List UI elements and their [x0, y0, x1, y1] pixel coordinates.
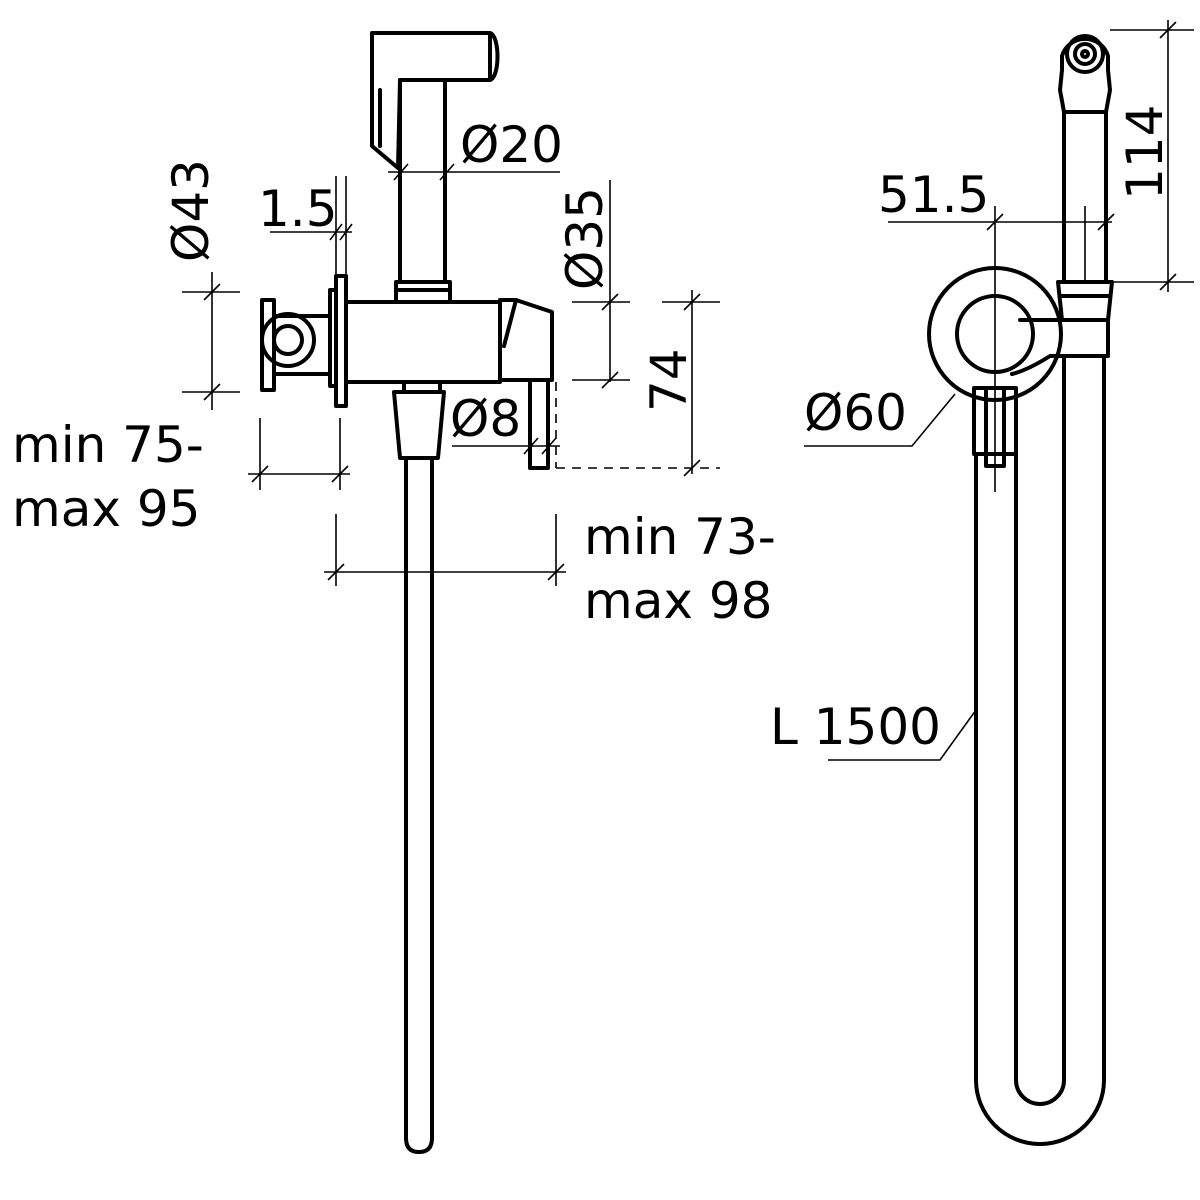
- dim-body-height: 74: [640, 348, 698, 412]
- dim-wall-projection-min: min 75-: [12, 416, 204, 474]
- dim-head-length: 114: [1116, 105, 1174, 200]
- hose-side: [404, 456, 434, 1154]
- side-view: [260, 31, 554, 1154]
- wall-mount-side: [260, 274, 348, 408]
- dim-pin-diameter: Ø8: [450, 390, 521, 448]
- dim-rosette-diameter: Ø60: [804, 384, 907, 442]
- spray-head-front: [1056, 34, 1114, 322]
- hose-front: [974, 354, 1106, 1146]
- dimension-lines: [182, 20, 1194, 761]
- dimension-labels: Ø20 1.5 Ø43 Ø35 74 Ø8 min 75- max 95 min…: [12, 105, 1174, 756]
- dim-holder-offset: 51.5: [878, 166, 989, 224]
- dim-total-projection-min: min 73-: [584, 508, 776, 566]
- dim-mount-diameter: Ø43: [162, 159, 220, 262]
- dim-wall-projection-max: max 95: [12, 480, 200, 538]
- front-view: [927, 34, 1114, 1146]
- dim-body-diameter: Ø35: [556, 187, 614, 290]
- dim-outlet-diameter: Ø20: [460, 116, 563, 174]
- dim-hose-length: L 1500: [770, 698, 941, 756]
- valve-body-side: [344, 298, 554, 470]
- dim-total-projection-max: max 98: [584, 572, 772, 630]
- dim-plate-thickness: 1.5: [258, 180, 338, 238]
